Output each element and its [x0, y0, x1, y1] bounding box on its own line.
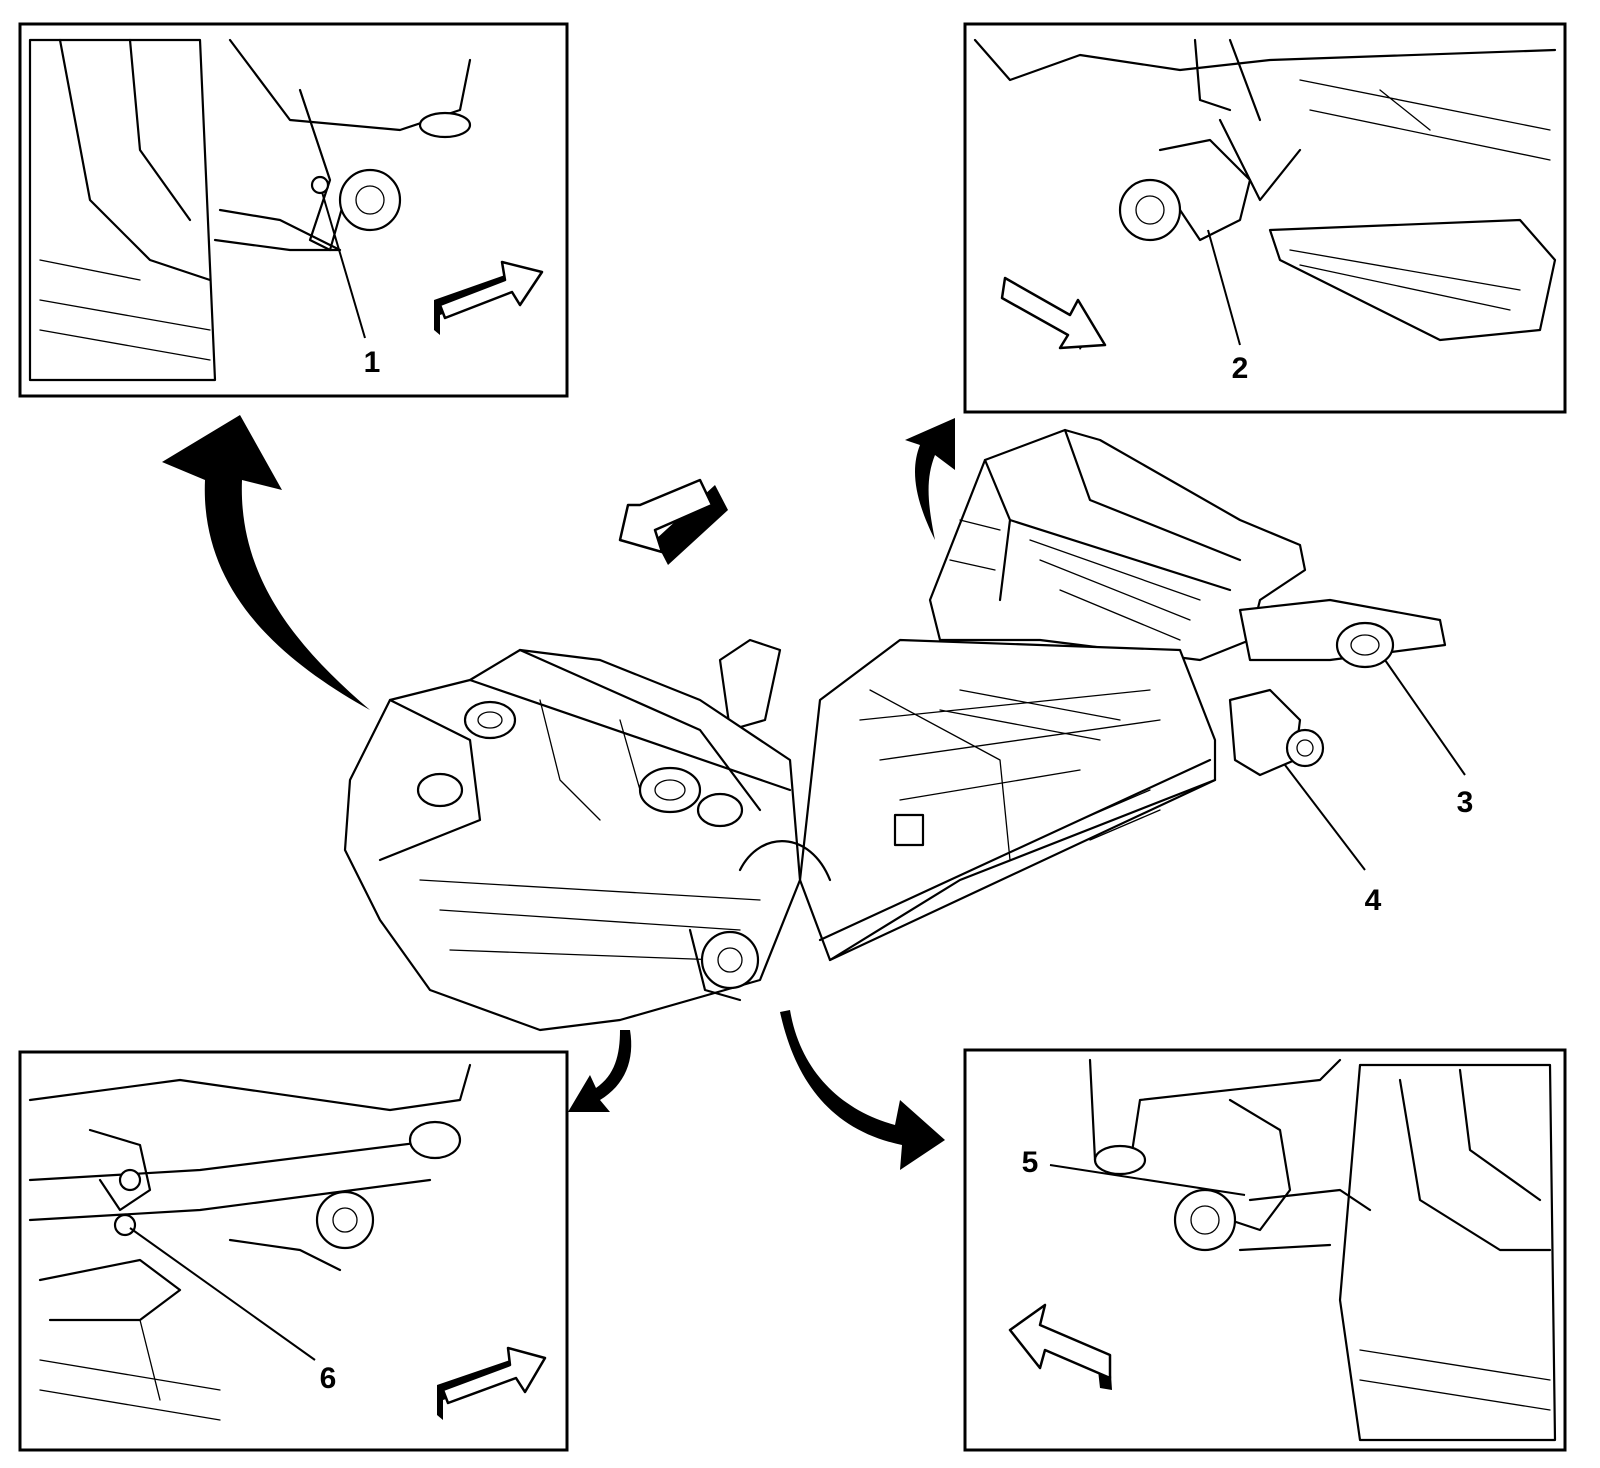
inset-detail-2: 2 [963, 22, 1567, 414]
arrow-to-inset-2-icon [905, 418, 955, 540]
inset-6-direction-arrow-icon [437, 1346, 547, 1420]
callout-2: 2 [1232, 352, 1249, 385]
callout-6: 6 [320, 1362, 337, 1395]
inset-detail-1: 1 [18, 22, 569, 398]
inset-2-direction-arrow-icon [1000, 276, 1107, 350]
vehicle-body-frame [343, 428, 1447, 1032]
callout-3: 3 [1457, 786, 1474, 819]
callout-1: 1 [364, 346, 381, 379]
callout-4: 4 [1365, 884, 1382, 917]
forward-direction-arrow-center [618, 478, 728, 565]
callout-5: 5 [1022, 1146, 1039, 1179]
arrow-to-inset-6-icon [568, 1030, 632, 1112]
inset-5-direction-arrow-icon [1008, 1303, 1112, 1390]
main-view-callouts: 3 4 [1284, 659, 1474, 917]
arrow-to-inset-1-icon [162, 415, 370, 710]
inset-1-direction-arrow-icon [434, 260, 544, 335]
pointer-arrows [162, 415, 955, 1170]
inset-detail-5: 5 [963, 1048, 1567, 1452]
inset-detail-6: 6 [18, 1050, 569, 1452]
arrow-to-inset-5-icon [780, 1010, 945, 1170]
